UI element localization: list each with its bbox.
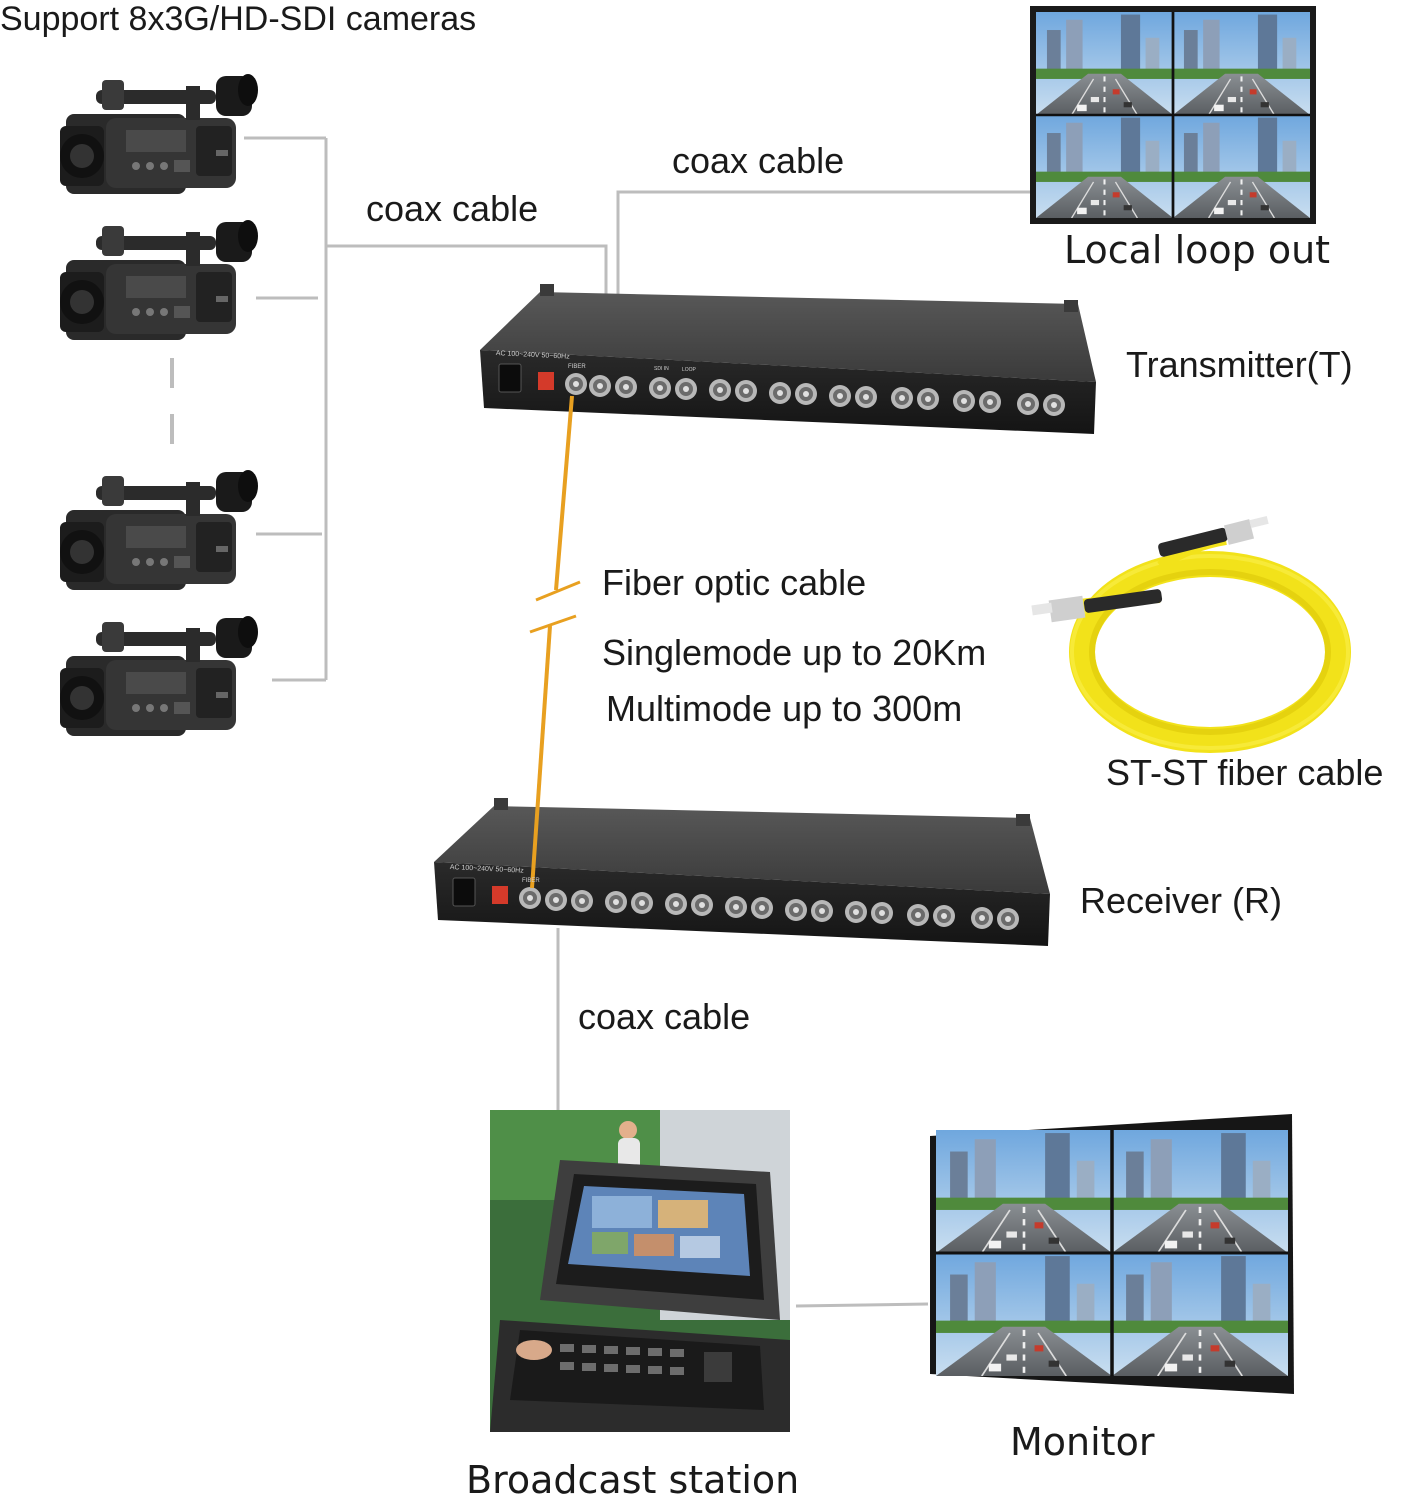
local-loop-screen: [1030, 6, 1316, 224]
transmitter-sdi-in-text: SDI IN: [654, 366, 669, 372]
receiver-fiber-text: FIBER: [522, 878, 540, 884]
st-cable-label: ST-ST fiber cable: [1106, 752, 1384, 793]
camera-7: [60, 470, 258, 590]
fiber-label: Fiber optic cable: [602, 562, 867, 603]
fiber-coil-icon: [1031, 515, 1351, 753]
transmitter-loop-text: LOOP: [682, 367, 696, 373]
broadcast-label: Broadcast station: [466, 1458, 800, 1502]
receiver-device: [434, 798, 1050, 946]
transmitter-device: [480, 284, 1096, 434]
receiver-label: Receiver (R): [1080, 880, 1283, 921]
coax-label-bottom: coax cable: [578, 996, 751, 1037]
transmitter-label: Transmitter(T): [1126, 344, 1353, 385]
multimode-label: Multimode up to 300m: [606, 688, 963, 729]
monitor-label: Monitor: [1010, 1420, 1155, 1464]
camera-1: [60, 74, 258, 194]
local-loop-label: Local loop out: [1064, 228, 1331, 272]
coax-label-top: coax cable: [672, 140, 845, 181]
transmitter-fiber-text: FIBER: [568, 364, 586, 370]
monitor-screen: [930, 1114, 1294, 1394]
cameras-heading: Support 8x3G/HD-SDI cameras: [0, 0, 477, 38]
camera-8: [60, 616, 258, 736]
singlemode-label: Singlemode up to 20Km: [602, 632, 987, 673]
camera-2: [60, 220, 258, 340]
fiber-line: [530, 395, 574, 889]
coax-label-mid: coax cable: [366, 188, 539, 229]
broadcast-station-photo: [490, 1110, 790, 1432]
fiber-break-mark: [529, 580, 581, 634]
